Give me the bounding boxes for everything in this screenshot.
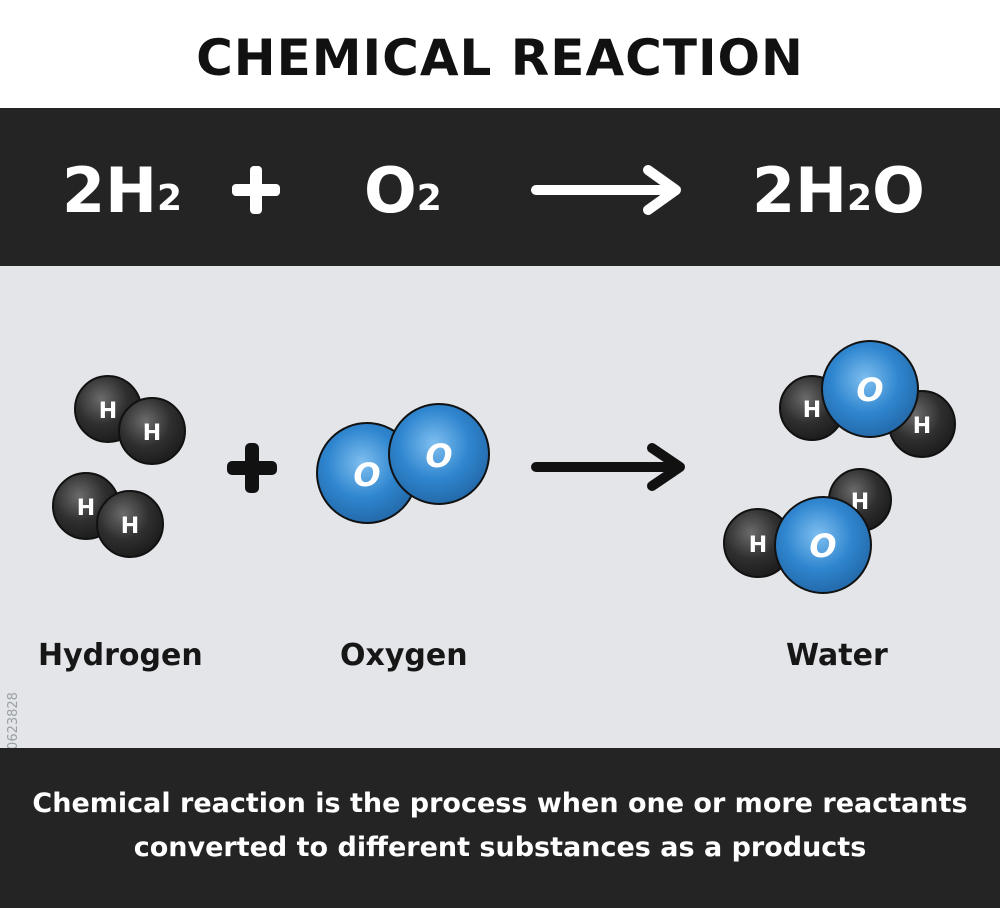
hydrogen-label: Hydrogen xyxy=(38,637,203,673)
oxygen-molecule: O O xyxy=(316,403,490,524)
equation-oxygen-subscript: 2 xyxy=(416,177,442,219)
hydrogen-atom-label: H xyxy=(121,514,139,539)
equation-hydrogen-formula: 2H xyxy=(62,153,158,227)
hydrogen-atom xyxy=(118,397,186,465)
water-label: Water xyxy=(786,637,888,673)
page-title: CHEMICAL REACTION xyxy=(196,29,804,87)
hydrogen-atom-label: H xyxy=(913,414,931,439)
hydrogen-atom-label: H xyxy=(99,399,117,424)
hydrogen-molecule-1: H H xyxy=(74,375,186,465)
oxygen-atom xyxy=(388,403,490,505)
description-line-1: Chemical reaction is the process when on… xyxy=(32,788,968,819)
equation-water-suffix: O xyxy=(872,153,925,227)
equation-plus-icon xyxy=(232,166,280,214)
equation-oxygen-formula: O xyxy=(364,153,417,227)
oxygen-atom-label: O xyxy=(856,371,883,409)
hydrogen-atom-label: H xyxy=(77,496,95,521)
molecule-illustration: H H H H O O H H O H H xyxy=(52,340,956,594)
oxygen-atom-label: O xyxy=(809,527,836,565)
hydrogen-atom-label: H xyxy=(143,421,161,446)
hydrogen-atom-label: H xyxy=(803,398,821,423)
equation-water-prefix: 2H xyxy=(752,153,848,227)
oxygen-atom xyxy=(774,496,872,594)
description-band xyxy=(0,748,1000,908)
reactant-plus-icon xyxy=(227,443,277,493)
oxygen-atom-label: O xyxy=(425,437,452,475)
water-molecule-1: H H O xyxy=(779,340,956,458)
equation-hydrogen-subscript: 2 xyxy=(157,177,183,219)
reaction-arrow-icon xyxy=(531,443,685,491)
hydrogen-atom-label: H xyxy=(749,533,767,558)
oxygen-atom xyxy=(821,340,919,438)
hydrogen-molecule-2: H H xyxy=(52,472,164,558)
equation-arrow-icon xyxy=(531,165,681,215)
equation-water-subscript: 2 xyxy=(847,177,873,219)
description-line-2: converted to different substances as a p… xyxy=(133,832,867,863)
hydrogen-atom xyxy=(96,490,164,558)
water-molecule-2: H H O xyxy=(723,468,892,594)
oxygen-atom-label: O xyxy=(353,456,380,494)
equation-band xyxy=(0,108,1000,266)
oxygen-label: Oxygen xyxy=(340,637,468,673)
